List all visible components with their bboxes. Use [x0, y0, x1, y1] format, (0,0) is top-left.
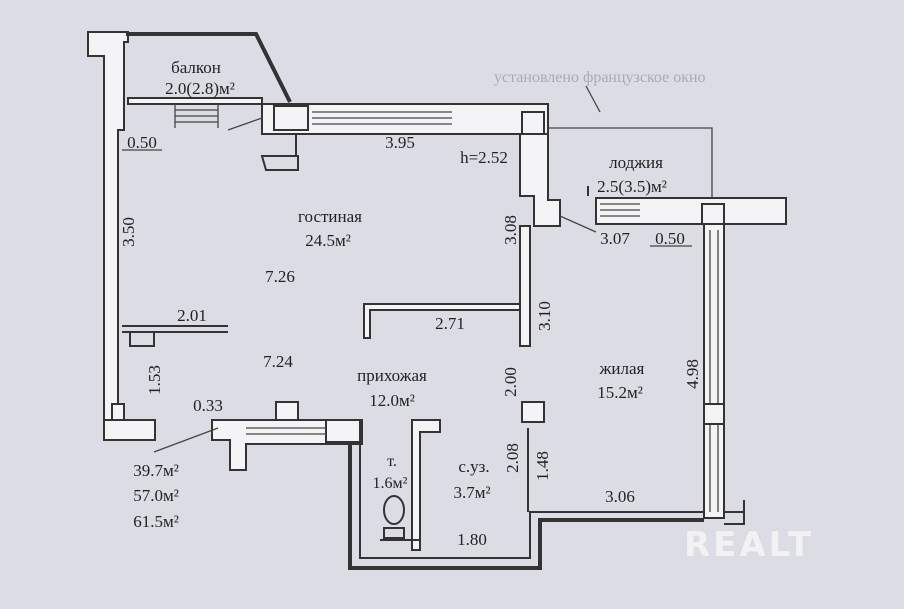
bottom-left-window [246, 427, 326, 435]
dim-2-01: 2.01 [177, 306, 207, 325]
area-totals: 39.7м² 57.0м² 61.5м² [133, 461, 179, 531]
toilet-bowl [383, 495, 405, 525]
pointer-note [585, 85, 601, 113]
total-area-with-balconies: 61.5м² [133, 512, 179, 531]
dim-3-10: 3.10 [535, 301, 554, 331]
dim-1-53: 1.53 [145, 365, 164, 395]
column-right [703, 403, 725, 425]
balcony-slab [127, 97, 263, 105]
dim-7-24: 7.24 [263, 352, 293, 371]
loggia-window [600, 203, 640, 217]
living-room-name: гостиная [298, 207, 362, 226]
column-bathroom [521, 401, 545, 423]
right-wall-inner [709, 230, 719, 512]
right-outer-wall [703, 223, 725, 519]
dim-2-00: 2.00 [501, 367, 520, 397]
bedroom-area: 15.2м² [597, 383, 643, 402]
dim-3-08: 3.08 [501, 215, 520, 245]
top-window [312, 111, 452, 125]
left-wall-foot [103, 419, 156, 441]
balcony-name: балкон [171, 58, 221, 77]
walls [87, 31, 787, 570]
living-room-area: 24.5м² [305, 231, 351, 250]
kitchen-stub [129, 332, 155, 347]
ceiling-height: h=2.52 [460, 148, 508, 167]
dim-1-48: 1.48 [533, 451, 552, 481]
total-area: 57.0м² [133, 486, 179, 505]
kitchen-partition [122, 325, 228, 333]
column-bottom-left [275, 401, 299, 421]
loggia-outline [548, 127, 713, 198]
dim-0-50-loggia: 0.50 [655, 229, 685, 248]
dim-4-98: 4.98 [683, 359, 702, 389]
dim-3-06: 3.06 [605, 487, 635, 506]
hallway-area: 12.0м² [369, 391, 415, 410]
bottom-left-wall [211, 419, 363, 471]
balcony-door [174, 104, 219, 128]
right-wall-foot [724, 500, 745, 525]
dim-3-95: 3.95 [385, 133, 415, 152]
left-wall-notch [111, 403, 125, 421]
dim-1-80: 1.80 [457, 530, 487, 549]
bathroom-inner [359, 444, 704, 559]
dim-2-08: 2.08 [503, 443, 522, 473]
dim-2-71: 2.71 [435, 314, 465, 333]
balcony-outline [126, 32, 292, 103]
bathroom-name: с.уз. [458, 457, 489, 476]
pointer-balcony [227, 117, 263, 131]
column-loggia [701, 203, 725, 225]
toilet-area: 1.6м² [373, 475, 408, 492]
note-french-window: установлено французское окно [494, 69, 706, 86]
dim-0-33: 0.33 [193, 396, 223, 415]
hall-bedroom-wall [519, 225, 531, 347]
loggia-name: лоджия [609, 153, 663, 172]
pointer-totals [153, 427, 219, 453]
loggia-area: 2.5(3.5)м² [597, 177, 667, 196]
loggia-wall [595, 197, 787, 225]
radiator [260, 155, 299, 171]
living-bedroom-partition-top [519, 133, 561, 227]
column-top-left [273, 105, 309, 131]
dim-3-07: 3.07 [600, 229, 630, 248]
column-bathroom-left [325, 419, 361, 443]
hallway-name: прихожая [357, 366, 427, 385]
toilet-tank [383, 527, 405, 539]
total-living-area: 39.7м² [133, 461, 179, 480]
toilet-bath-partition [411, 419, 441, 551]
dimension-labels: 0.50 3.95 3.07 0.50 7.26 2.01 2.71 7.24 … [119, 133, 702, 549]
bedroom-name: жилая [599, 359, 645, 378]
dim-3-50: 3.50 [119, 217, 138, 247]
bathroom-area: 3.7м² [453, 483, 490, 502]
left-outer-wall [87, 31, 129, 441]
toilet-name: т. [387, 453, 397, 470]
room-labels: балкон 2.0(2.8)м² гостиная 24.5м² лоджия… [165, 58, 667, 502]
realt-watermark: REALT [684, 525, 814, 565]
dim-0-50-balcony: 0.50 [127, 133, 157, 152]
dim-7-26: 7.26 [265, 267, 295, 286]
bathroom-outer [348, 444, 704, 570]
pointer-loggia [559, 215, 597, 233]
balcony-area: 2.0(2.8)м² [165, 79, 235, 98]
